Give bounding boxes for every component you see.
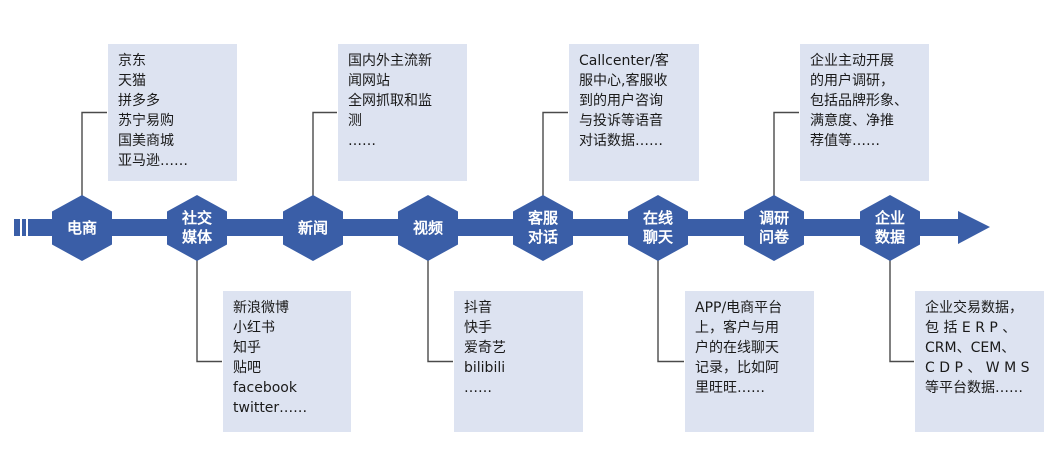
timeline-node-customer-service: 客服 对话 [513,195,573,261]
detail-line: 拼多多 [118,93,160,109]
band-dash [22,219,26,236]
connector-line [427,259,453,363]
detail-line: 爱奇艺 [464,340,506,356]
arrow-head-icon [958,211,990,244]
detail-line: 全网抓取和监 [348,93,432,109]
detail-line: 测 [348,113,362,129]
detail-line: 闻网站 [348,73,390,89]
detail-line: Callcenter/客 [579,53,669,69]
timeline-node-ecommerce: 电商 [52,195,112,261]
detail-line: 京东 [118,53,146,69]
detail-box-online-chat: APP/电商平台 上，客户与用 户的在线聊天 记录，比如阿 里旺旺…… [685,291,814,432]
detail-line: bilibili [464,360,506,376]
detail-line: 小红书 [233,320,275,336]
detail-line: 国内外主流新 [348,53,432,69]
detail-line: 户的在线聊天 [695,340,779,356]
detail-line: 天猫 [118,73,146,89]
connector-line [657,259,684,363]
detail-line: 抖音 [464,300,492,316]
connector-line [312,111,337,197]
detail-line: 的用户调研， [810,73,894,89]
detail-line: 企业主动开展 [810,53,894,69]
detail-line: 满意度、净推 [810,113,894,129]
connector-line [889,259,914,363]
detail-line: 对话数据…… [579,133,663,149]
detail-box-news: 国内外主流新 闻网站 全网抓取和监 测 …… [338,44,467,181]
detail-line: 荐值等…… [810,133,880,149]
detail-box-survey: 企业主动开展 的用户调研， 包括品牌形象、 满意度、净推 荐值等…… [800,44,929,181]
timeline-node-news: 新闻 [283,195,343,261]
detail-line: …… [348,133,376,149]
detail-box-ecommerce: 京东 天猫 拼多多 苏宁易购 国美商城 亚马逊…… [108,44,237,181]
connector-line [81,111,107,197]
detail-line: 包 括 E R P 、 [925,320,1017,336]
detail-box-enterprise-data: 企业交易数据， 包 括 E R P 、 CRM、CEM、 C D P 、 W M… [915,291,1044,432]
detail-line: 企业交易数据， [925,300,1023,316]
detail-line: 包括品牌形象、 [810,93,908,109]
detail-line: 上，客户与用 [695,320,779,336]
timeline-node-social-media: 社交 媒体 [167,195,227,261]
detail-line: APP/电商平台 [695,300,783,316]
detail-line: facebook [233,380,297,396]
detail-line: 到的用户咨询 [579,93,663,109]
detail-line: twitter…… [233,400,308,416]
timeline-node-survey: 调研 问卷 [744,195,804,261]
detail-line: CRM、CEM、 [925,340,1016,356]
band-dash [14,219,20,236]
detail-line: 与投诉等语音 [579,113,663,129]
detail-line: …… [464,380,492,396]
detail-line: 新浪微博 [233,300,289,316]
timeline-node-enterprise-data: 企业 数据 [860,195,920,261]
detail-line: 知乎 [233,340,261,356]
connector-line [773,111,799,197]
detail-line: 亚马逊…… [118,153,188,169]
detail-line: 国美商城 [118,133,174,149]
timeline-node-online-chat: 在线 聊天 [628,195,688,261]
detail-line: 里旺旺…… [695,380,765,396]
detail-box-social-media: 新浪微博 小红书 知乎 贴吧 facebook twitter…… [223,291,351,432]
detail-line: 服中心,客服收 [579,73,668,89]
detail-line: 等平台数据…… [925,380,1023,396]
detail-line: 苏宁易购 [118,113,174,129]
detail-box-customer-service: Callcenter/客 服中心,客服收 到的用户咨询 与投诉等语音 对话数据…… [569,44,699,181]
detail-line: 贴吧 [233,360,261,376]
detail-line: C D P 、 W M S [925,360,1030,376]
connector-line [196,259,222,363]
connector-line [542,111,568,197]
detail-line: 快手 [464,320,492,336]
timeline-node-video: 视频 [398,195,458,261]
timeline-band [28,219,958,236]
detail-box-video: 抖音 快手 爱奇艺 bilibili …… [454,291,583,432]
detail-line: 记录，比如阿 [695,360,779,376]
